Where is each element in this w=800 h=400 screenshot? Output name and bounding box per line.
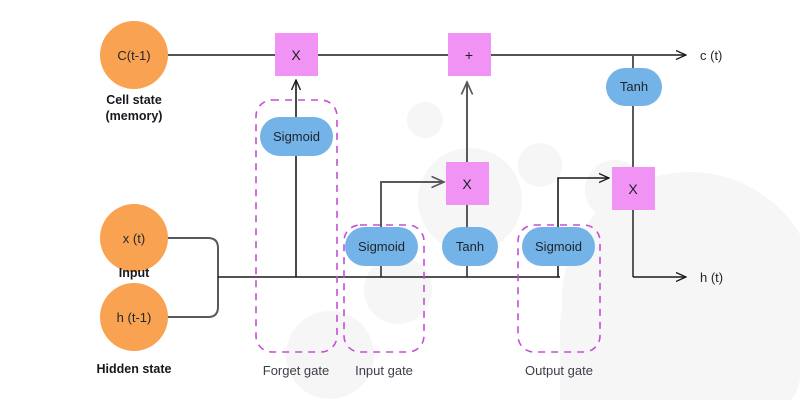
output-gate-boundary [517,224,601,353]
candidate-tanh-pill [442,227,498,266]
gate-caption-group: Forget gate Input gate Output gate [263,363,593,378]
wire-input-merge [165,237,219,318]
input-sigmoid-label: Sigmoid [358,239,405,254]
input-multiply-label: X [462,176,472,192]
output-label-group: c (t) h (t) [700,48,723,285]
input-caption: Input [119,266,150,280]
input-value: x (t) [123,231,145,246]
activation-group: Sigmoid Sigmoid Tanh Sigmoid Tanh [260,68,662,266]
hidden-state-value: h (t-1) [117,310,152,325]
output-sigmoid-label: Sigmoid [535,239,582,254]
forget-multiply-box [275,33,318,76]
hidden-output-label: h (t) [700,270,723,285]
cell-add-box [448,33,491,76]
state-node-group: C(t-1) Cell state (memory) x (t) Input h… [96,21,172,376]
output-gate-caption: Output gate [525,363,593,378]
output-multiply-box [612,167,655,210]
operation-group: X + X X [275,33,655,210]
forget-multiply-label: X [291,47,301,63]
forget-gate-caption: Forget gate [263,363,330,378]
input-circle [100,204,168,272]
hidden-state-circle [100,283,168,351]
output-sigmoid-pill [522,227,595,266]
cell-state-caption-line1: Cell state [106,93,162,107]
forget-sigmoid-label: Sigmoid [273,129,320,144]
hidden-state-caption: Hidden state [96,362,171,376]
cell-output-label: c (t) [700,48,722,63]
output-multiply-label: X [628,181,638,197]
forget-gate-boundary [255,99,338,353]
background-watermark [286,102,800,400]
cell-tanh-pill [606,68,662,106]
cell-state-circle [100,21,168,89]
cell-state-caption-line2: (memory) [106,109,163,123]
input-sigmoid-pill [345,227,418,266]
cell-tanh-label: Tanh [620,79,648,94]
input-gate-caption: Input gate [355,363,413,378]
input-gate-boundary [343,224,425,353]
candidate-tanh-label: Tanh [456,239,484,254]
input-multiply-box [446,162,489,205]
gate-boundary-group [255,99,601,353]
cell-state-value: C(t-1) [117,48,150,63]
cell-add-label: + [465,47,473,63]
forget-sigmoid-pill [260,117,333,156]
